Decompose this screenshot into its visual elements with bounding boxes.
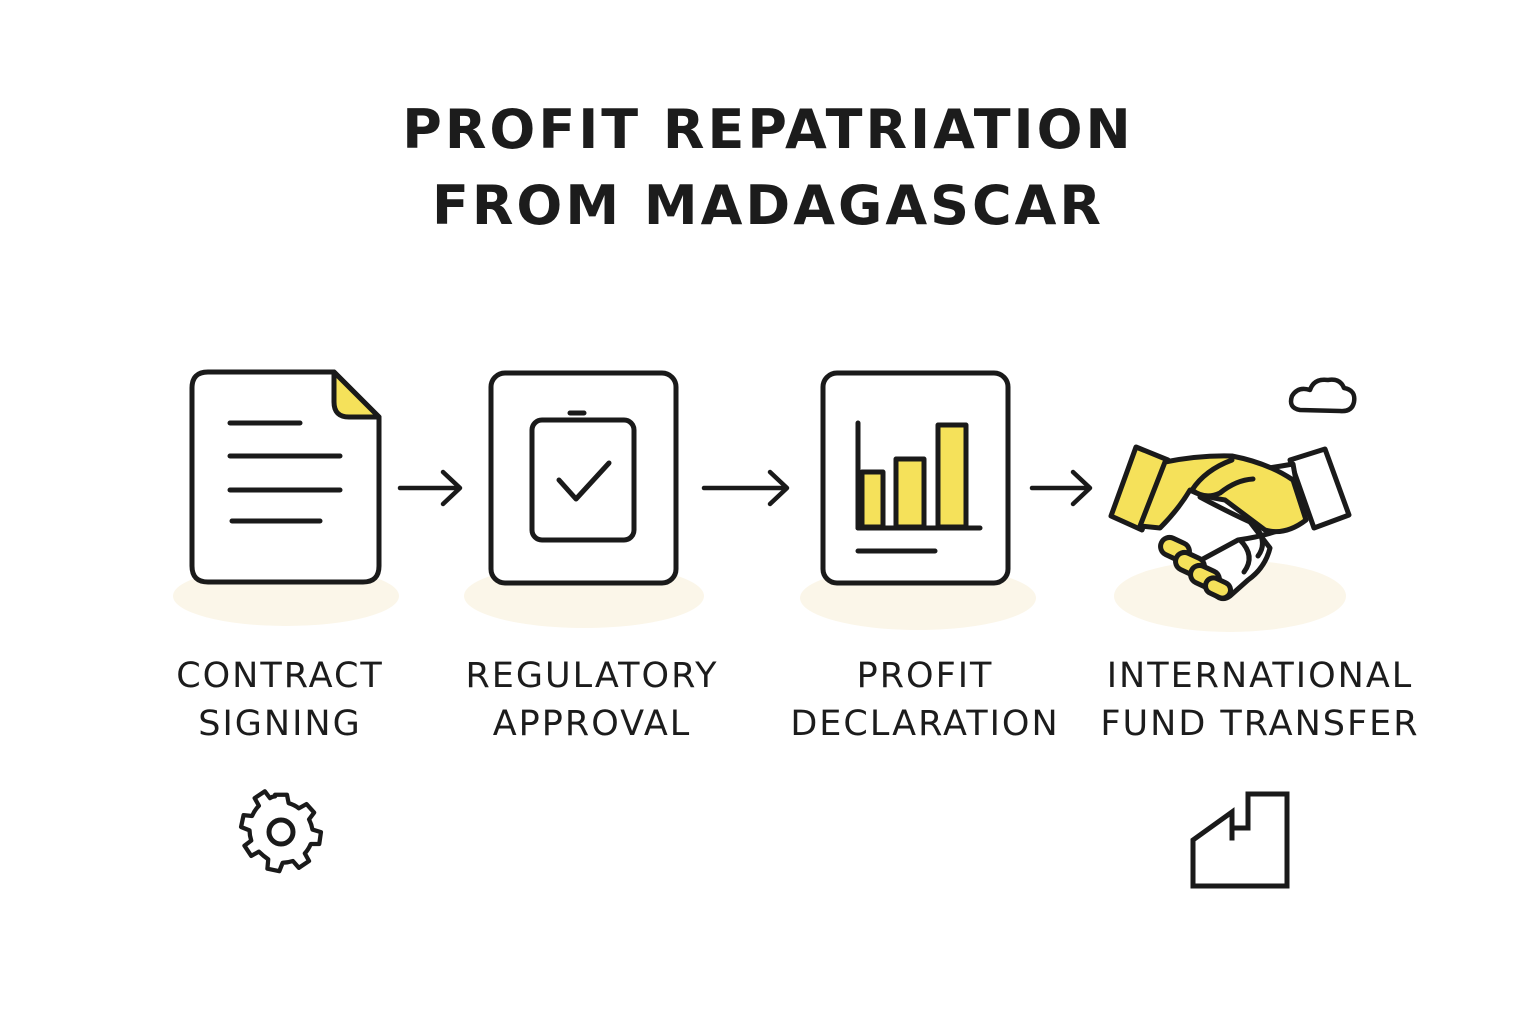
checkbox-clipboard-icon	[488, 370, 679, 586]
handshake-icon	[1108, 444, 1352, 602]
arrow-3-icon	[1029, 469, 1093, 507]
factory-icon	[1190, 791, 1290, 889]
step-1-line-1: CONTRACT	[176, 656, 384, 696]
gear-icon	[238, 789, 324, 874]
step-3-line-2: DECLARATION	[790, 704, 1060, 744]
title-line-1: PROFIT REPATRIATION	[402, 98, 1134, 161]
step-label-profit-declaration: PROFIT DECLARATION	[765, 652, 1085, 748]
step-2-line-1: REGULATORY	[465, 656, 719, 696]
bar-chart-icon	[820, 370, 1011, 586]
cloud-icon	[1288, 377, 1357, 414]
arrow-1-icon	[397, 469, 463, 507]
step-label-regulatory-approval: REGULATORY APPROVAL	[432, 652, 752, 748]
arrow-2-icon	[701, 469, 790, 507]
step-4-line-2: FUND TRANSFER	[1100, 704, 1420, 744]
document-icon	[189, 369, 382, 585]
step-label-international-fund-transfer: INTERNATIONAL FUND TRANSFER	[1090, 652, 1430, 748]
step-4-line-1: INTERNATIONAL	[1106, 656, 1414, 696]
step-2-line-2: APPROVAL	[492, 704, 692, 744]
step-label-contract-signing: CONTRACT SIGNING	[120, 652, 440, 748]
page-title: PROFIT REPATRIATION FROM MADAGASCAR	[0, 92, 1536, 244]
step-3-line-1: PROFIT	[856, 656, 994, 696]
title-line-2: FROM MADAGASCAR	[431, 174, 1105, 237]
step-1-line-2: SIGNING	[198, 704, 362, 744]
